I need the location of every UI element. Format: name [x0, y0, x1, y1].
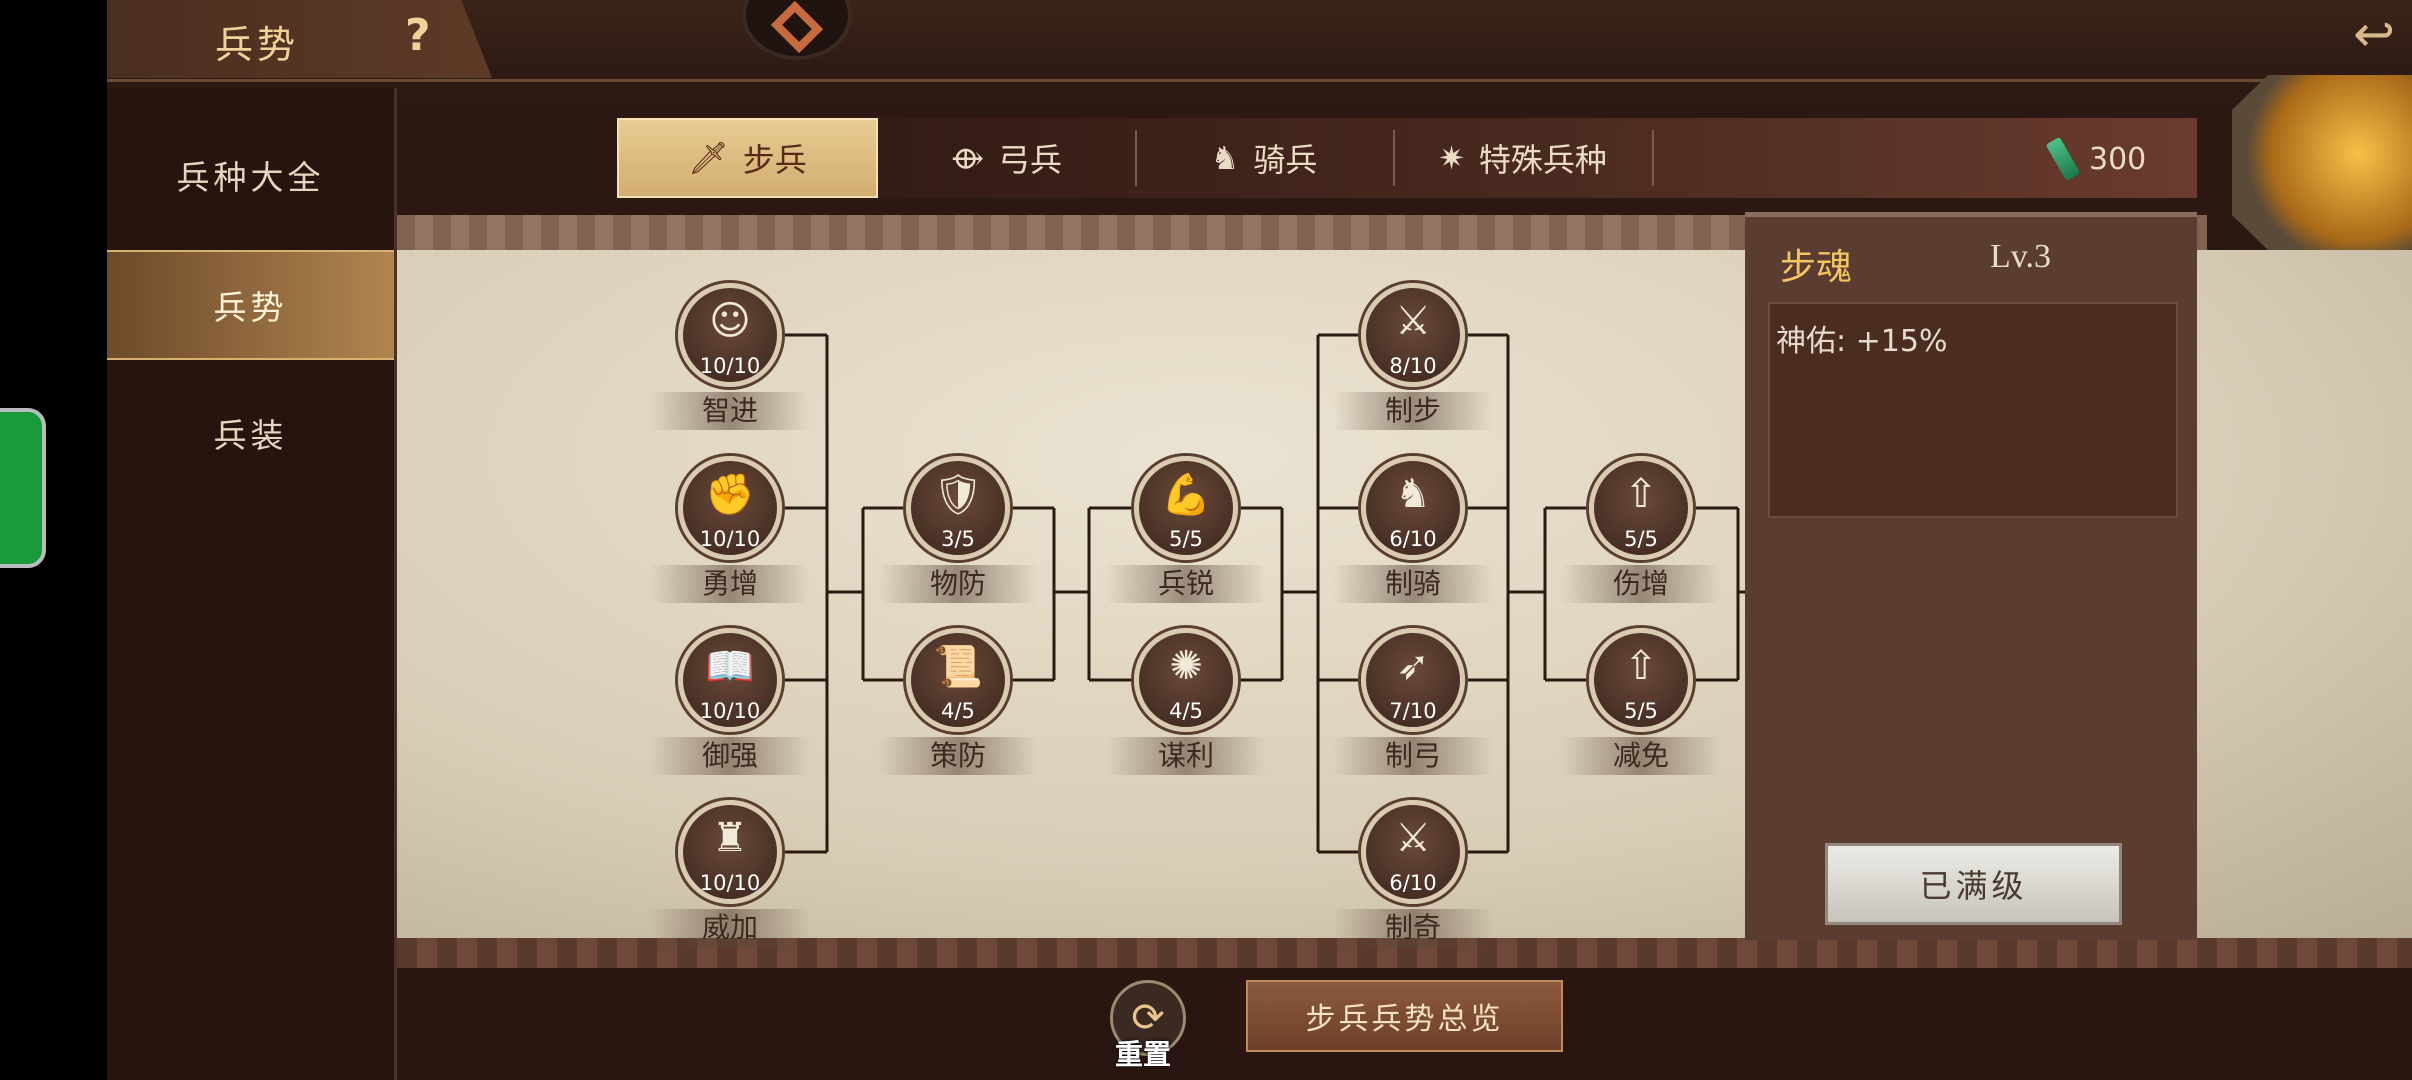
unit-tabs: 🗡 步兵 ⟴ 弓兵 ♞ 骑兵 ✷ 特殊兵种 — [617, 118, 2197, 198]
skill-description: 神佑: +15% — [1776, 324, 1948, 359]
skill-node-label: 制步 — [1333, 392, 1493, 430]
bow-icon: ⟴ — [950, 139, 985, 177]
tab-cavalry[interactable]: ♞ 骑兵 — [1135, 118, 1393, 198]
skill-node-level: 3/5 — [941, 527, 975, 551]
skill-node[interactable]: ♜ 10/10 — [678, 800, 782, 904]
skill-icon: ⚔ — [1395, 815, 1431, 861]
skill-node-label: 兵锐 — [1106, 565, 1266, 603]
skill-node-level: 10/10 — [699, 354, 761, 378]
header-bar — [107, 0, 2412, 82]
skill-icon: ✺ — [1169, 643, 1203, 689]
description-box — [1768, 302, 2178, 518]
skill-node[interactable]: 📖 10/10 — [678, 628, 782, 732]
sidebar-item-troop-power[interactable]: 兵势 — [107, 250, 394, 360]
skill-node-label: 谋利 — [1106, 737, 1266, 775]
sidebar: 兵种大全 兵势 兵装 — [107, 88, 397, 1080]
oil-lamp-decoration — [2232, 75, 2412, 250]
tab-infantry[interactable]: 🗡 步兵 — [617, 118, 878, 198]
skill-node-level: 10/10 — [699, 871, 761, 895]
skill-icon: ➶ — [1396, 643, 1430, 689]
skill-icon: ⇧ — [1624, 643, 1658, 689]
skill-node-label: 制弓 — [1333, 737, 1493, 775]
skill-icon: 💪 — [1161, 472, 1211, 518]
skill-node-label: 物防 — [878, 565, 1038, 603]
page-title: 兵势 — [215, 23, 300, 67]
skill-node-label: 制骑 — [1333, 565, 1493, 603]
sidebar-item-unit-encyclopedia[interactable]: 兵种大全 — [176, 158, 325, 197]
skill-icon: ✊ — [705, 472, 755, 518]
sidebar-item-equipment[interactable]: 兵装 — [213, 416, 288, 455]
help-button[interactable]: ? — [405, 10, 431, 61]
tab-special[interactable]: ✷ 特殊兵种 — [1393, 118, 1652, 198]
title-panel — [107, 0, 492, 78]
floating-app-bubble[interactable] — [0, 408, 46, 568]
skill-node-label: 策防 — [878, 737, 1038, 775]
skill-icon: ♞ — [1395, 471, 1431, 517]
star-burst-icon: ✷ — [1438, 139, 1465, 177]
back-button[interactable]: ↩ — [2265, 9, 2395, 64]
reset-icon: ⟳ — [1131, 995, 1165, 1041]
skill-node[interactable]: ⇧ 5/5 — [1589, 456, 1693, 560]
skill-node-level: 5/5 — [1624, 699, 1658, 723]
skill-name: 步魂 — [1780, 247, 1853, 288]
skill-node-level: 5/5 — [1624, 527, 1658, 551]
skill-node[interactable]: 💪 5/5 — [1134, 456, 1238, 560]
reset-label[interactable]: 重置 — [1115, 1038, 1172, 1071]
tab-divider — [1652, 130, 1654, 186]
skill-node-level: 5/5 — [1169, 527, 1203, 551]
skill-node-label: 勇增 — [650, 565, 810, 603]
skill-node[interactable]: 🛡 3/5 — [906, 456, 1010, 560]
skill-node-level: 10/10 — [699, 527, 761, 551]
back-arrow-icon: ↩ — [2353, 5, 2395, 63]
skill-node[interactable]: 📜 4/5 — [906, 628, 1010, 732]
skill-node-label: 御强 — [650, 737, 810, 775]
max-level-button[interactable]: 已满级 — [1825, 843, 2122, 925]
skill-node[interactable]: ⇧ 5/5 — [1589, 628, 1693, 732]
tab-label: 步兵 — [742, 141, 807, 179]
skill-node-level: 6/10 — [1389, 871, 1437, 895]
skill-icon: 📜 — [933, 644, 983, 690]
skill-node[interactable]: ➶ 7/10 — [1361, 628, 1465, 732]
skill-node[interactable]: ♞ 6/10 — [1361, 456, 1465, 560]
skill-node[interactable]: ⚔ 6/10 — [1361, 800, 1465, 904]
skill-node-label: 智进 — [650, 392, 810, 430]
skill-node-label: 威加 — [650, 909, 810, 947]
sword-icon: 🗡 — [688, 139, 729, 177]
skill-level: Lv.3 — [1990, 238, 2052, 275]
skill-node-level: 10/10 — [699, 699, 761, 723]
skill-icon: 🛡 — [932, 472, 984, 518]
skill-icon: ♜ — [712, 815, 748, 861]
skill-node[interactable]: ✊ 10/10 — [678, 456, 782, 560]
tab-label: 骑兵 — [1253, 141, 1318, 179]
skill-node-label: 减免 — [1561, 737, 1721, 775]
tab-archer[interactable]: ⟴ 弓兵 — [878, 118, 1135, 198]
tab-divider — [1135, 130, 1137, 186]
tab-divider — [1393, 130, 1395, 186]
infantry-overview-button[interactable]: 步兵兵势总览 — [1246, 980, 1563, 1052]
skill-icon: ⚔ — [1395, 298, 1431, 344]
skill-node-level: 4/5 — [941, 699, 975, 723]
skill-node[interactable]: ⚔ 8/10 — [1361, 283, 1465, 387]
skill-node-label: 制奇 — [1333, 909, 1493, 947]
skill-icon: ☺ — [709, 298, 751, 344]
currency-display: 300 — [2045, 136, 2147, 182]
horse-icon: ♞ — [1210, 139, 1240, 177]
skill-icon: ⇧ — [1624, 471, 1658, 517]
tab-label: 弓兵 — [998, 141, 1063, 179]
skill-node[interactable]: ☺ 10/10 — [678, 283, 782, 387]
skill-node-level: 8/10 — [1389, 354, 1437, 378]
skill-node-level: 6/10 — [1389, 527, 1437, 551]
reset-button[interactable]: ⟳ — [1110, 980, 1186, 1056]
skill-icon: 📖 — [705, 644, 755, 690]
tab-label: 特殊兵种 — [1478, 141, 1607, 179]
skill-node-level: 4/5 — [1169, 699, 1203, 723]
skill-node-level: 7/10 — [1389, 699, 1437, 723]
skill-node-label: 伤增 — [1561, 565, 1721, 603]
skill-node[interactable]: ✺ 4/5 — [1134, 628, 1238, 732]
currency-value: 300 — [2089, 141, 2147, 177]
